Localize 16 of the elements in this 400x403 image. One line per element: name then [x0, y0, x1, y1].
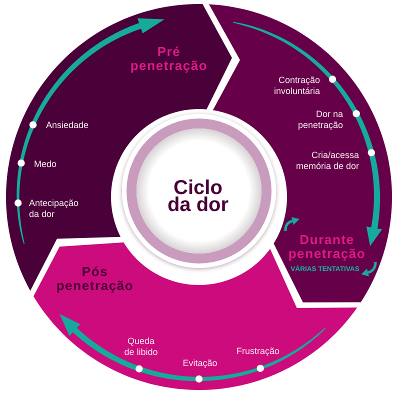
curved-arrow	[59, 313, 326, 382]
chevron-segment	[6, 4, 232, 291]
stage-label: Antecipação da dor	[29, 198, 80, 219]
segment-title: Pré penetração	[129, 45, 209, 73]
stage-label: Medo	[34, 159, 58, 170]
stage-label: Ansiedade	[46, 120, 90, 130]
stage-label: Evitação	[182, 358, 218, 368]
stage-label: Frustração	[235, 346, 280, 356]
segment-title: Durante penetração	[287, 233, 367, 261]
stage-label: Dor na penetração	[296, 109, 343, 130]
segment-title: Pós penetração	[55, 265, 135, 293]
stage-label: Cria/acessa memória de dor	[294, 150, 359, 171]
curved-arrow	[232, 21, 383, 247]
stage-label: Queda de libido	[123, 336, 159, 357]
stage-label: Contração involuntária	[272, 75, 320, 96]
center-title: Ciclo da dor	[166, 180, 230, 214]
